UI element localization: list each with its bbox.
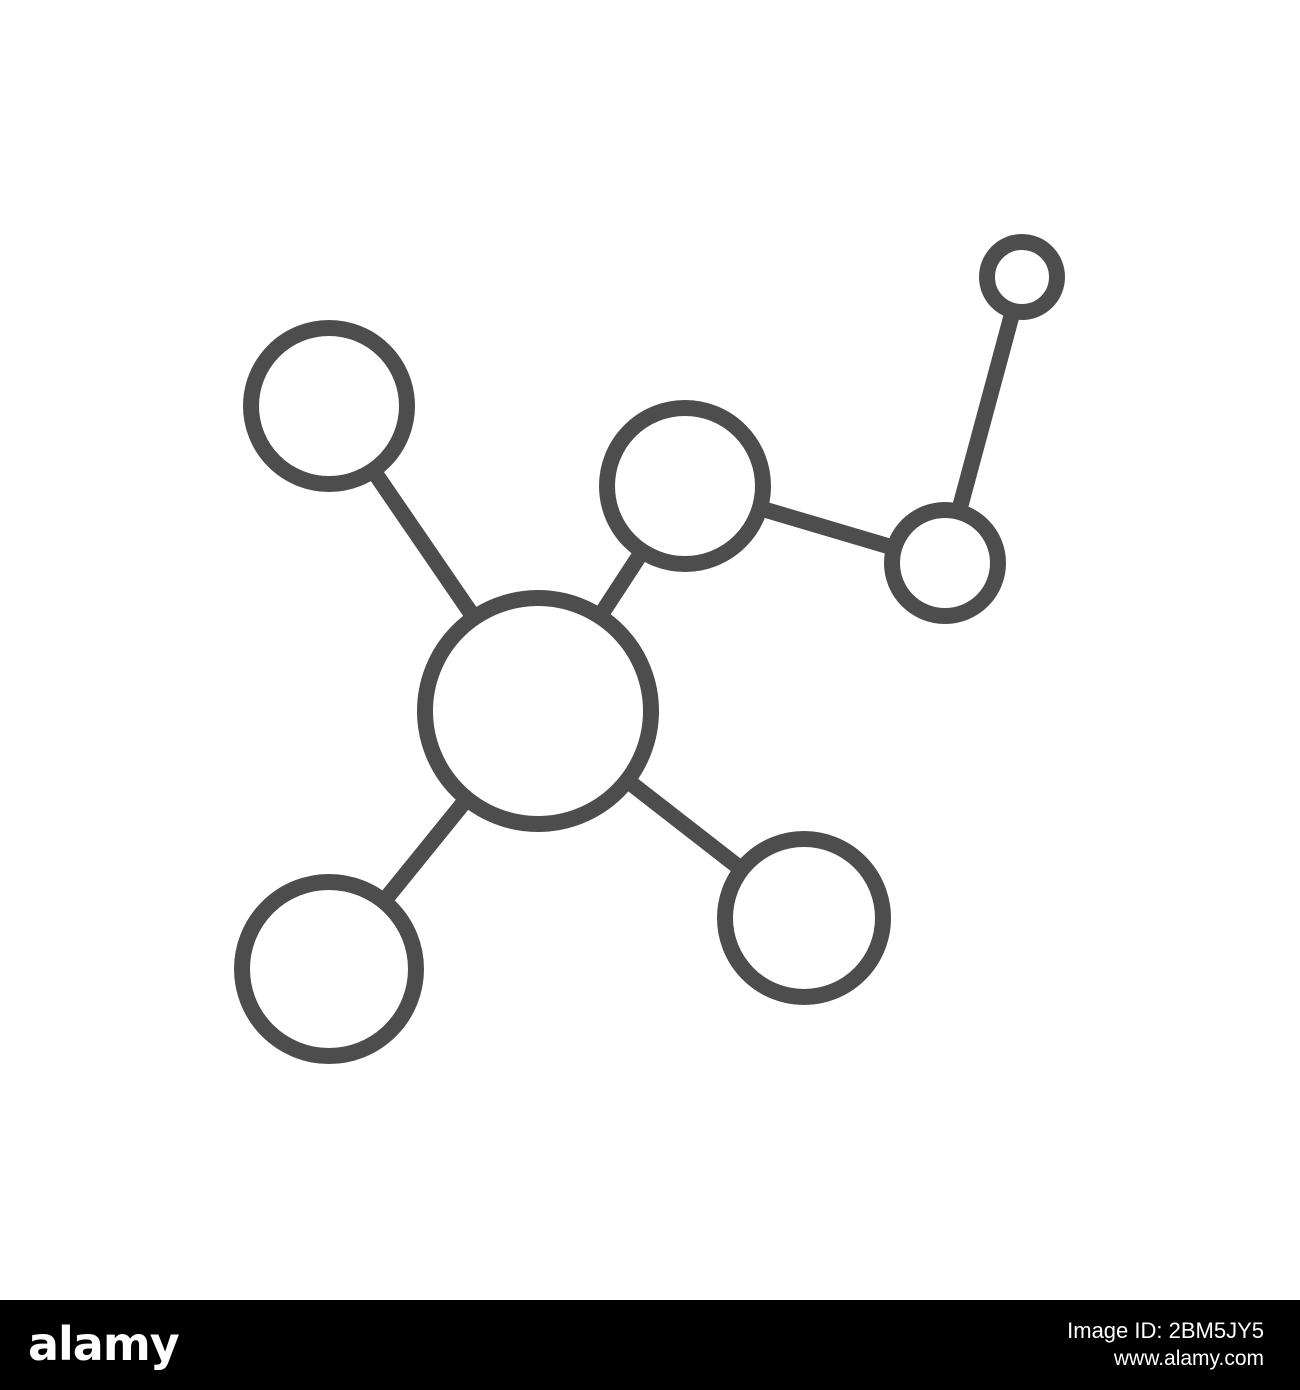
atom-node-top-left	[243, 320, 415, 492]
atom-node-bottom-right	[717, 831, 891, 1005]
site-url-text: www.alamy.com	[1113, 1347, 1264, 1370]
image-meta: Image ID: 2BM5JY5 www.alamy.com	[1067, 1300, 1264, 1390]
atom-node-center	[417, 590, 659, 832]
atom-node-top-right-tiny	[979, 234, 1065, 320]
watermark-footer: alamy Image ID: 2BM5JY5 www.alamy.com	[0, 1300, 1300, 1390]
bond-middle-right-to-right-small	[757, 500, 897, 556]
atom-node-right-small	[884, 502, 1006, 624]
brand-logo: alamy	[28, 1317, 180, 1371]
illustration-canvas	[234, 234, 1065, 1064]
bond-right-small-to-top-right-tiny	[951, 308, 1021, 514]
bond-center-to-bottom-right	[622, 774, 747, 876]
bond-center-to-bottom-left	[377, 793, 474, 907]
molecule-network-icon	[234, 234, 1065, 1064]
image-id-text: Image ID: 2BM5JY5	[1067, 1318, 1264, 1343]
atom-node-bottom-left	[234, 874, 424, 1064]
bond-center-to-middle-right	[593, 546, 650, 621]
atom-node-middle-right	[599, 400, 771, 572]
bond-center-to-top-left	[366, 465, 481, 623]
